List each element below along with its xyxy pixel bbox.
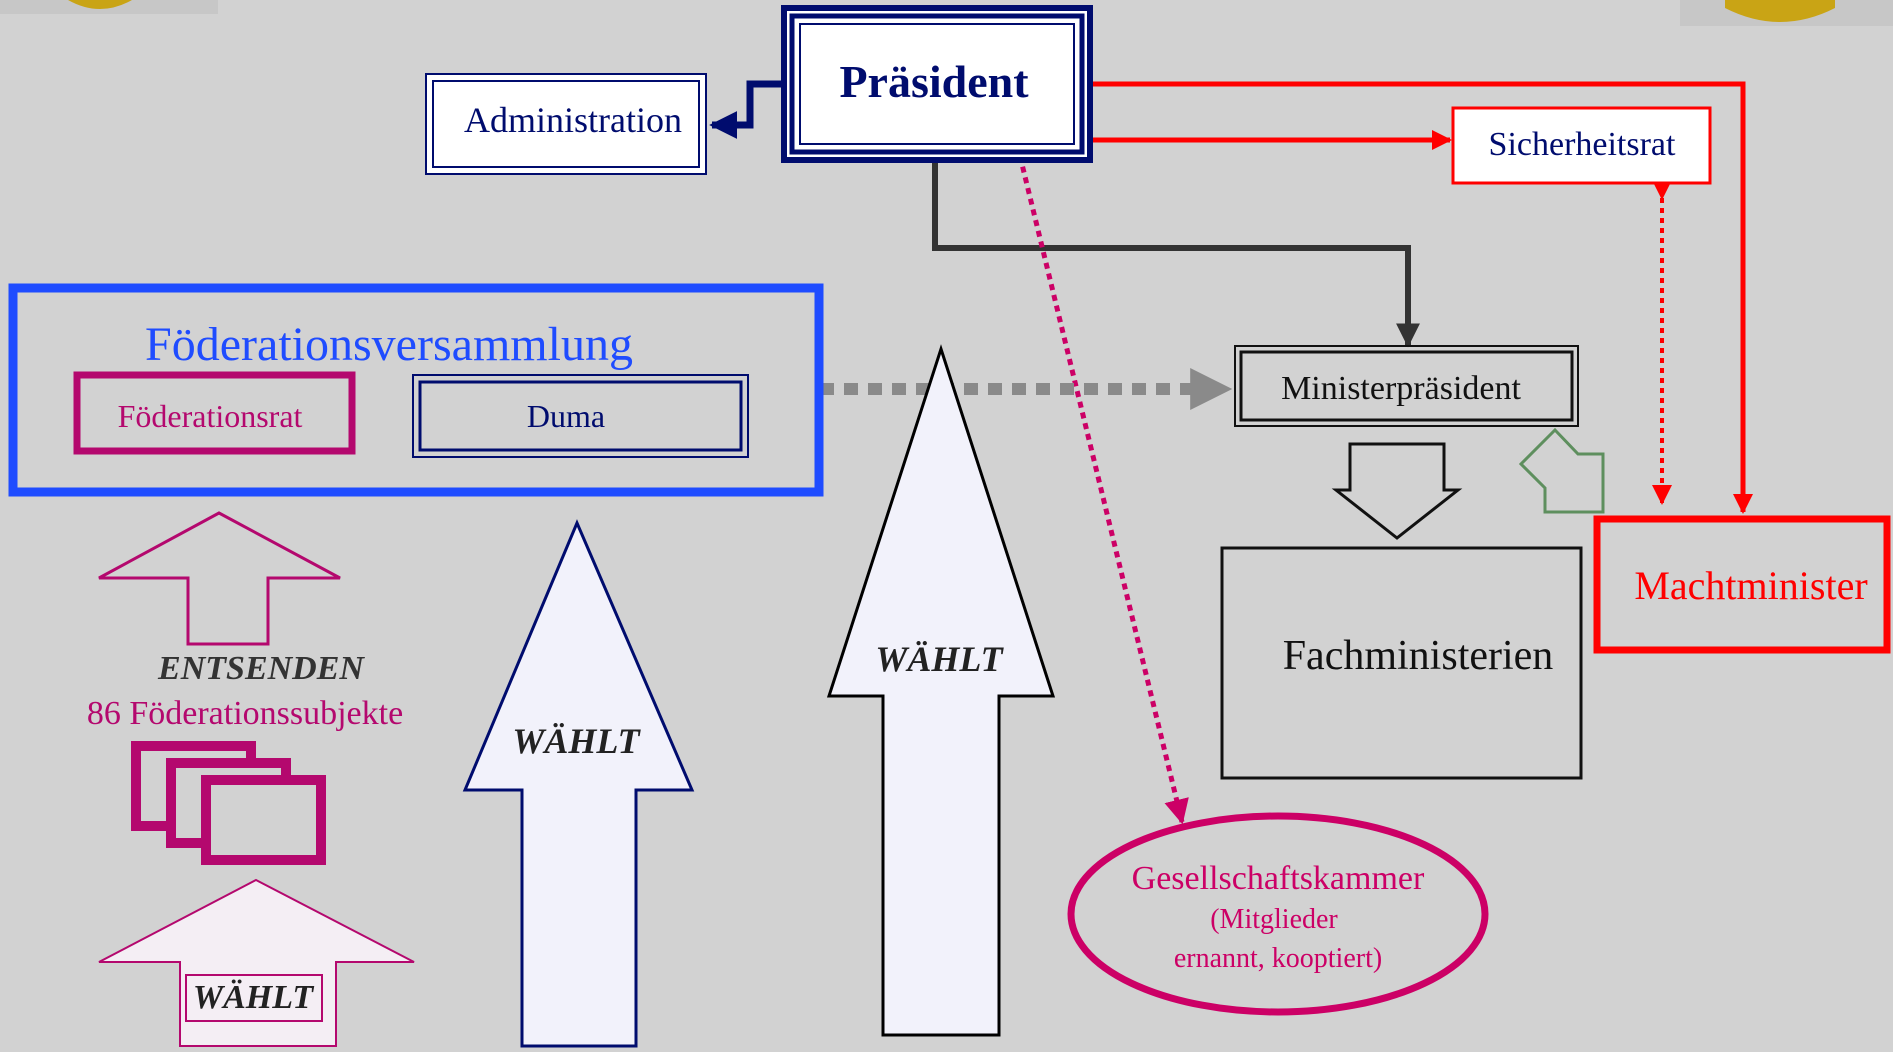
block-arrow-fachministerien [1331, 442, 1463, 540]
block-arrow-waehlt-duma [462, 519, 695, 1048]
praesident-label: Präsident [839, 56, 1029, 107]
emblem-left [0, 0, 218, 14]
machtminister-label: Machtminister [1634, 563, 1868, 608]
emblem-right [1680, 0, 1893, 26]
block-arrow-waehlt-subjects [98, 878, 415, 1047]
foederationsrat-label: Föderationsrat [117, 398, 303, 434]
gesellschaftskammer-note-2: ernannt, kooptiert) [1173, 943, 1383, 974]
duma-label: Duma [526, 398, 606, 434]
subjects-label: 86 Föderationssubjekte [86, 695, 404, 732]
box-foederationsrat [73, 371, 356, 455]
arrow-praesident-machtminister [1089, 81, 1753, 514]
gesellschaftskammer-label: Gesellschaftskammer [1131, 860, 1425, 897]
ministerpraesident-label: Ministerpräsident [1281, 370, 1521, 407]
box-duma [412, 374, 749, 458]
ellipse-gesellschaftskammer [1067, 812, 1489, 1016]
block-arrow-machtminister [1518, 427, 1605, 514]
foederationsversammlung-label: Föderationsversammlung [145, 318, 633, 371]
administration-label: Administration [464, 100, 682, 140]
fachministerien-label: Fachministerien [1282, 633, 1554, 679]
subject-stack [131, 741, 326, 865]
waehlt-praesident-label: WÄHLT [875, 639, 1003, 679]
waehlt-subjects-label: WÄHLT [192, 979, 314, 1016]
arrow-praesident-administration [709, 80, 785, 139]
box-administration [425, 73, 707, 175]
entsenden-label: ENTSENDEN [158, 650, 364, 687]
waehlt-subjects-frame [185, 974, 323, 1022]
block-arrow-waehlt-praesident [826, 344, 1056, 1037]
arrow-praesident-ministerpraesident [932, 160, 1420, 348]
box-sicherheitsrat [1451, 106, 1712, 185]
sicherheitsrat-label: Sicherheitsrat [1488, 126, 1676, 163]
block-arrow-entsenden [98, 511, 341, 646]
box-fachministerien [1220, 546, 1583, 780]
box-praesident [781, 5, 1093, 163]
box-ministerpraesident [1234, 345, 1579, 427]
box-foederationsversammlung [8, 283, 824, 497]
waehlt-duma-label: WÄHLT [512, 721, 640, 761]
box-machtminister [1593, 515, 1891, 654]
gesellschaftskammer-note-1: (Mitglieder [1210, 904, 1338, 935]
arrow-praesident-gesellschaftskammer [1017, 155, 1189, 825]
